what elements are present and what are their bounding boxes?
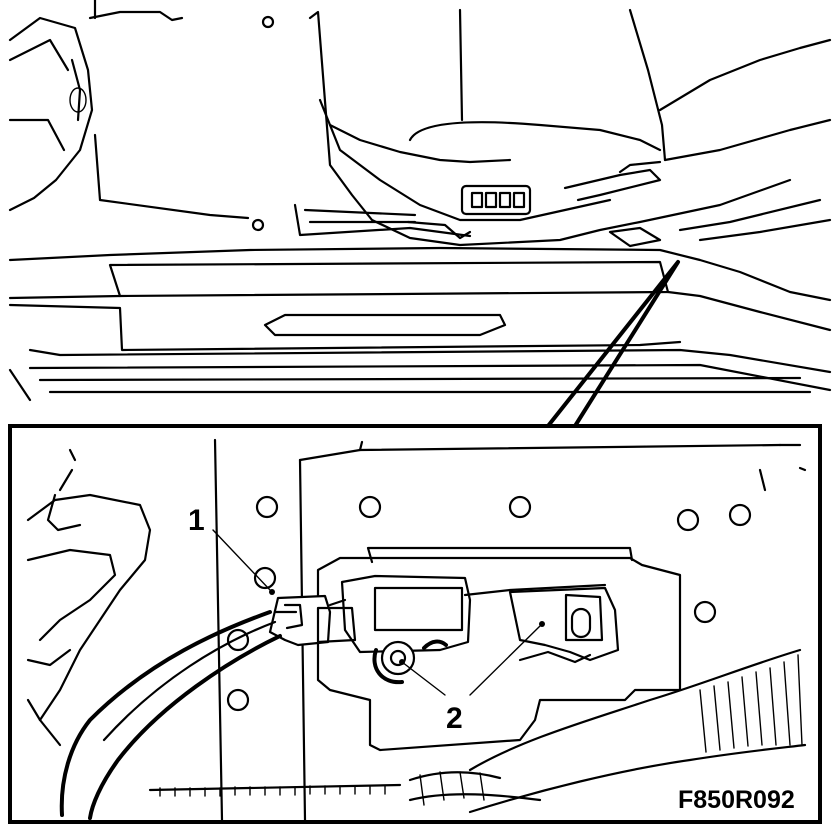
door-sill bbox=[8, 246, 832, 302]
figure-id: F850R092 bbox=[678, 786, 795, 814]
callout-2-label: 2 bbox=[446, 702, 463, 735]
overview-view bbox=[8, 0, 832, 402]
floor-edge bbox=[88, 10, 250, 220]
carpet-trim bbox=[26, 493, 152, 722]
detail-view bbox=[26, 438, 807, 822]
detail-pointer bbox=[546, 260, 680, 428]
lock-bracket bbox=[508, 586, 620, 662]
wiring-harness bbox=[59, 610, 282, 820]
callout-1-leader bbox=[212, 529, 271, 591]
seat-rail bbox=[293, 203, 472, 238]
callout-2-leader-a bbox=[401, 661, 446, 696]
callout-2-leader-b bbox=[469, 625, 541, 696]
seat-cushion bbox=[308, 10, 792, 247]
corrugated-hose bbox=[468, 648, 807, 814]
seat-backrest bbox=[628, 8, 667, 162]
door-pillar bbox=[8, 16, 94, 212]
callout-1-label: 1 bbox=[188, 504, 205, 537]
connector-plug bbox=[268, 594, 357, 647]
